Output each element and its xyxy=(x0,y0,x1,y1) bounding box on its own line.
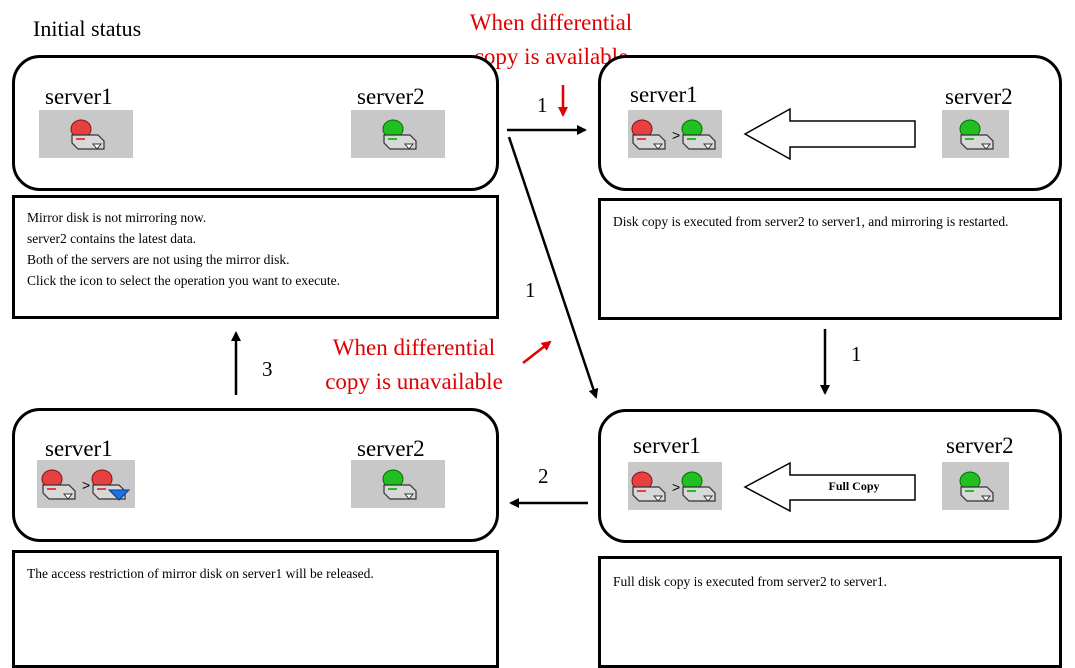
server2-disk-icon-button[interactable] xyxy=(351,110,445,158)
description-line: server2 contains the latest data. xyxy=(27,231,197,246)
server1-label: server1 xyxy=(630,82,698,107)
server2-label: server2 xyxy=(357,436,425,461)
annotation-line: When differential xyxy=(332,335,496,360)
server1-label: server1 xyxy=(633,433,701,458)
annotation-line: When differential xyxy=(469,10,633,35)
server1-disk-pair-icon: > xyxy=(37,460,135,508)
annotation-arrow-unavailable xyxy=(522,340,552,364)
step-number: 3 xyxy=(262,357,273,381)
annotation-line: copy is unavailable xyxy=(325,369,503,394)
description-differential-copy: Disk copy is executed from server2 to se… xyxy=(598,198,1062,320)
server2-disk-icon xyxy=(351,460,445,508)
description-full-copy: Full disk copy is executed from server2 … xyxy=(598,556,1062,668)
server1-disk-icon-button[interactable] xyxy=(39,110,133,158)
server2-disk-icon xyxy=(942,110,1009,158)
svg-text:>: > xyxy=(82,477,90,493)
server1-disk-pair-icon: > xyxy=(628,462,722,510)
annotation-diff-available: When differential copy is available xyxy=(451,6,651,74)
step-number: 1 xyxy=(537,93,548,117)
svg-text:>: > xyxy=(672,479,680,495)
disk-copy-red-green-icon: > xyxy=(631,119,716,150)
description-line: Mirror disk is not mirroring now. xyxy=(27,210,207,225)
server1-label: server1 xyxy=(45,84,113,109)
description-access-released: The access restriction of mirror disk on… xyxy=(12,550,499,668)
arrow-step-1-diagonal xyxy=(507,136,599,399)
disk-red-to-blue-icon: > xyxy=(41,469,131,501)
server1-label: server1 xyxy=(45,436,113,461)
step-number: 1 xyxy=(851,342,862,366)
disk-copy-red-green-icon: > xyxy=(631,471,716,502)
annotation-line: copy is available xyxy=(473,44,629,69)
server1-disk-pair-icon: > xyxy=(628,110,722,158)
server2-label: server2 xyxy=(357,84,425,109)
server2-label: server2 xyxy=(945,84,1013,109)
annotation-diff-unavailable: When differential copy is unavailable xyxy=(304,331,524,399)
page-title: Initial status xyxy=(33,16,142,41)
server2-disk-icon xyxy=(942,462,1009,510)
description-initial: Mirror disk is not mirroring now. server… xyxy=(12,195,499,319)
svg-text:>: > xyxy=(672,127,680,143)
step-number: 2 xyxy=(538,464,549,488)
description-line: Click the icon to select the operation y… xyxy=(27,273,341,288)
full-copy-label: Full Copy xyxy=(828,479,880,493)
server2-label: server2 xyxy=(946,433,1014,458)
step-number: 1 xyxy=(525,278,536,302)
description-line: Both of the servers are not using the mi… xyxy=(27,252,290,267)
